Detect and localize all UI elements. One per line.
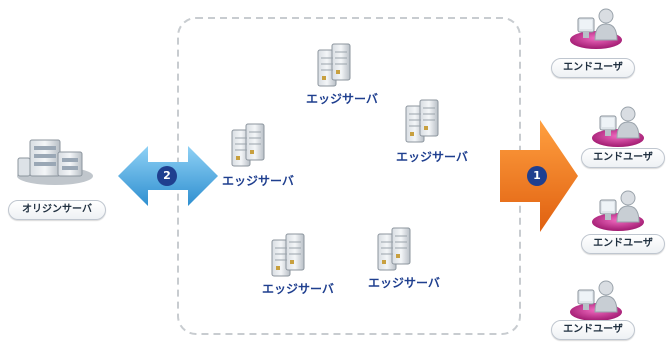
end-user-label: エンドユーザ <box>581 148 665 168</box>
edge-server-label: エッジサーバ <box>306 92 378 106</box>
origin-server-label: オリジンサーバ <box>8 200 106 220</box>
edge-server-label: エッジサーバ <box>222 174 294 188</box>
edge-server-icon <box>317 43 351 87</box>
edge-server-icon <box>405 99 439 143</box>
end-user-icon <box>591 190 645 232</box>
end-user-label: エンドユーザ <box>581 234 665 254</box>
end-user-label: エンドユーザ <box>551 320 635 340</box>
arrow-badge-2: 2 <box>157 166 177 186</box>
end-user-icon <box>591 106 645 148</box>
edge-server-icon <box>271 233 305 277</box>
edge-server-icon <box>377 227 411 271</box>
end-user-icon <box>569 8 623 50</box>
edge-server-icon <box>231 123 265 167</box>
edge-server-label: エッジサーバ <box>396 150 468 164</box>
edge-server-label: エッジサーバ <box>262 282 334 296</box>
end-user-icon <box>569 280 623 322</box>
edge-server-label: エッジサーバ <box>368 276 440 290</box>
end-user-label: エンドユーザ <box>551 58 635 78</box>
arrow-badge-1: 1 <box>527 166 547 186</box>
origin-server-icon <box>17 139 93 185</box>
